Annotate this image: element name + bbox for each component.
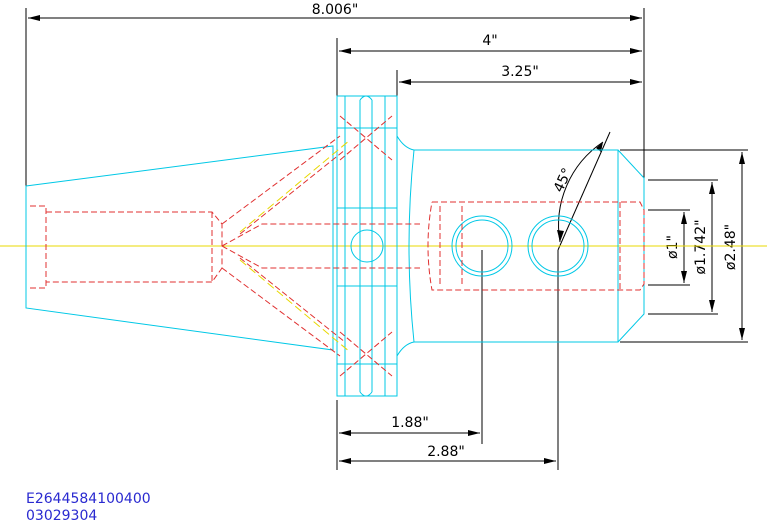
dim-outer-diameter: ø2.48"	[723, 224, 739, 270]
part-code-line1: E2644584100400	[26, 491, 151, 507]
dimension-lines	[25, 8, 748, 470]
dimension-labels: 8.006" 4" 3.25" 1.88" 2.88" 45° ø1" ø1.7…	[312, 2, 739, 460]
dim-overall-length: 8.006"	[312, 2, 359, 18]
dim-hole-2-offset: 2.88"	[427, 444, 465, 460]
dim-hole-1-offset: 1.88"	[391, 415, 429, 431]
part-code-line2: 03029304	[26, 508, 97, 523]
dim-length-3-25: 3.25"	[501, 64, 539, 80]
dim-angle: 45°	[551, 166, 576, 195]
dim-bore-diameter: ø1"	[665, 235, 681, 259]
part-outline	[25, 95, 645, 397]
dim-body-diameter: ø1.742"	[693, 219, 709, 274]
dim-length-4: 4"	[482, 33, 497, 49]
hidden-lines	[30, 115, 645, 377]
